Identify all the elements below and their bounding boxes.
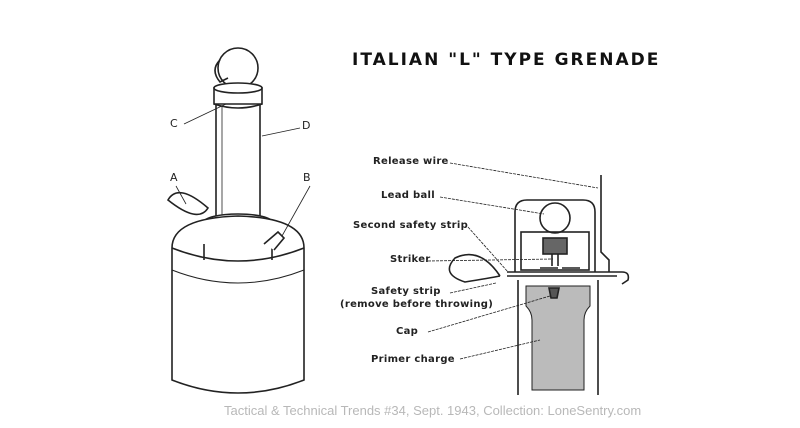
label-safety-strip: Safety strip	[371, 286, 441, 297]
label-a: A	[170, 171, 178, 184]
label-second-safety-strip: Second safety strip	[353, 220, 469, 231]
grenade-exterior-view	[166, 47, 311, 394]
source-credit: Tactical & Technical Trends #34, Sept. 1…	[224, 403, 642, 418]
label-cap: Cap	[396, 326, 419, 337]
diagram-title: ITALIAN "L" TYPE GRENADE	[352, 50, 661, 70]
grenade-section-view	[427, 162, 630, 395]
label-release-wire: Release wire	[373, 156, 449, 167]
label-striker: Striker	[390, 254, 431, 265]
label-b: B	[303, 171, 311, 184]
label-primer-charge: Primer charge	[371, 354, 455, 365]
label-safety-strip-note: (remove before throwing)	[340, 299, 494, 310]
label-lead-ball: Lead ball	[381, 190, 436, 201]
label-c: C	[170, 117, 178, 130]
label-d: D	[302, 119, 311, 132]
